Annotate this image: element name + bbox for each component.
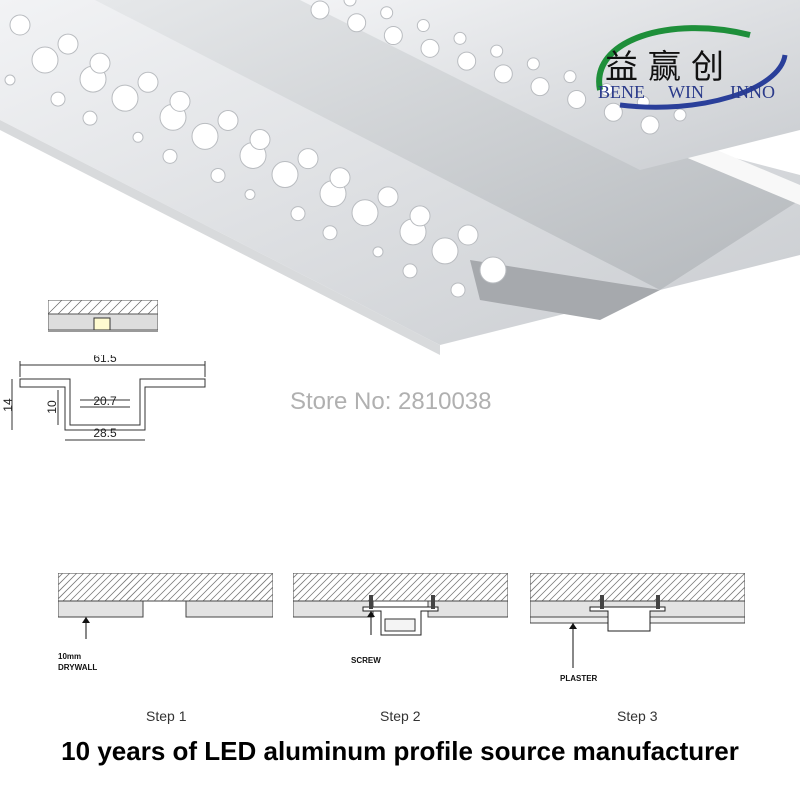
step-2-diagram: SCREW <box>293 573 508 665</box>
footer-tagline: 10 years of LED aluminum profile source … <box>61 736 739 766</box>
logo-chinese-text: 益赢创 <box>605 47 734 86</box>
dim-height-inner: 10 <box>45 400 59 414</box>
dim-width-total: 61.5 <box>93 355 117 365</box>
step-3-callout-plaster: PLASTER <box>560 674 598 683</box>
step-1-callout-material: DRYWALL <box>58 663 97 672</box>
step-2-label: Step 2 <box>380 708 421 724</box>
step-1-diagram: 10mm DRYWALL <box>58 573 273 672</box>
step-3-diagram: PLASTER <box>530 573 745 683</box>
step-2-callout-screw: SCREW <box>351 656 381 665</box>
logo-word-bene: BENE <box>598 82 645 102</box>
logo-word-inno: INNO <box>730 82 775 102</box>
brand-logo: 益赢创 BENE WIN INNO <box>580 20 795 110</box>
installed-profile-thumbnail <box>48 300 158 332</box>
product-photo <box>0 0 800 355</box>
dim-height-total: 14 <box>1 398 15 412</box>
dim-inner-width: 20.7 <box>93 394 117 408</box>
profile-cross-section: 61.5 14 10 20.7 28.5 <box>1 355 206 441</box>
step-3-label: Step 3 <box>617 708 658 724</box>
step-1-label: Step 1 <box>146 708 187 724</box>
step-1-callout-size: 10mm <box>58 652 81 661</box>
logo-swoosh <box>596 25 788 110</box>
logo-word-win: WIN <box>668 82 704 102</box>
dim-bottom-width: 28.5 <box>93 426 117 440</box>
store-number: Store No: 2810038 <box>290 388 492 415</box>
